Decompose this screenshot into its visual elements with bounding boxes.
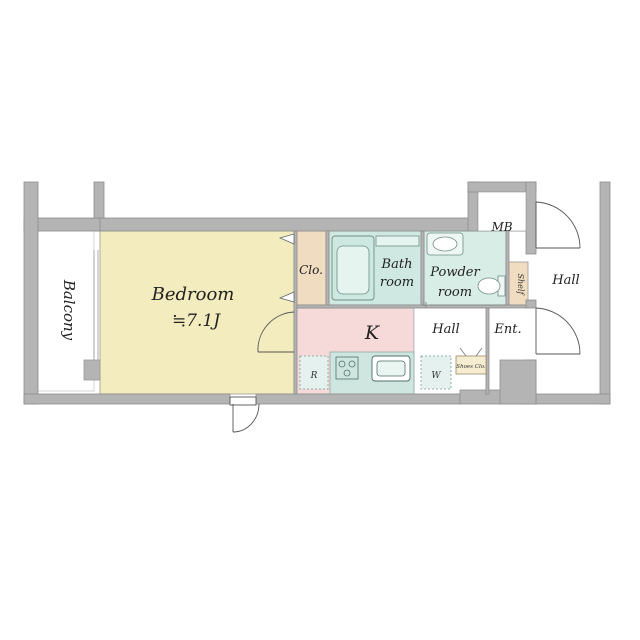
shoes-closet-label: Shoes Clo. (456, 364, 486, 370)
refrigerator-label: R (310, 371, 318, 381)
bedroom-label: Bedroom (151, 284, 235, 305)
entrance-label: Ent. (493, 322, 521, 337)
toilet-icon (477, 275, 506, 297)
bath-door[interactable] (423, 300, 506, 308)
kitchen-label: K (364, 322, 381, 344)
kitchen-door[interactable] (257, 311, 295, 353)
closet-label: Clo. (299, 263, 323, 277)
bathtub-icon (331, 235, 420, 301)
shoes-closet (455, 347, 487, 375)
balcony-label: Balcony (60, 279, 78, 341)
bedroom-door[interactable] (229, 396, 260, 433)
powder-label-line1: Powder (429, 265, 480, 280)
hall-outer-label: Hall (551, 273, 579, 288)
shelf-label: Shelf (516, 274, 525, 297)
walls (23, 181, 611, 405)
stove-icon (335, 356, 359, 380)
mb-box (477, 191, 527, 232)
washer-space (420, 355, 452, 390)
bedroom-floor (99, 230, 295, 395)
corner-wall (499, 359, 537, 405)
closet-floor (295, 230, 327, 306)
hall-inner-label: Hall (431, 322, 459, 337)
washbasin-icon (426, 232, 464, 256)
powder-label-line2: room (438, 285, 472, 300)
bedroom-size-label: ≒7.1J (172, 311, 221, 331)
bath-label-line1: Bath (381, 257, 413, 272)
mb-label: MB (490, 220, 512, 234)
bath-label-line2: room (380, 275, 414, 290)
entrance-door[interactable] (535, 307, 581, 355)
washer-label: W (431, 371, 441, 381)
refrigerator-space (299, 355, 329, 390)
kitchen-sink-icon (371, 355, 411, 382)
mb-door[interactable] (535, 201, 581, 249)
balcony-sash (83, 250, 101, 381)
closet-door[interactable] (278, 233, 295, 303)
